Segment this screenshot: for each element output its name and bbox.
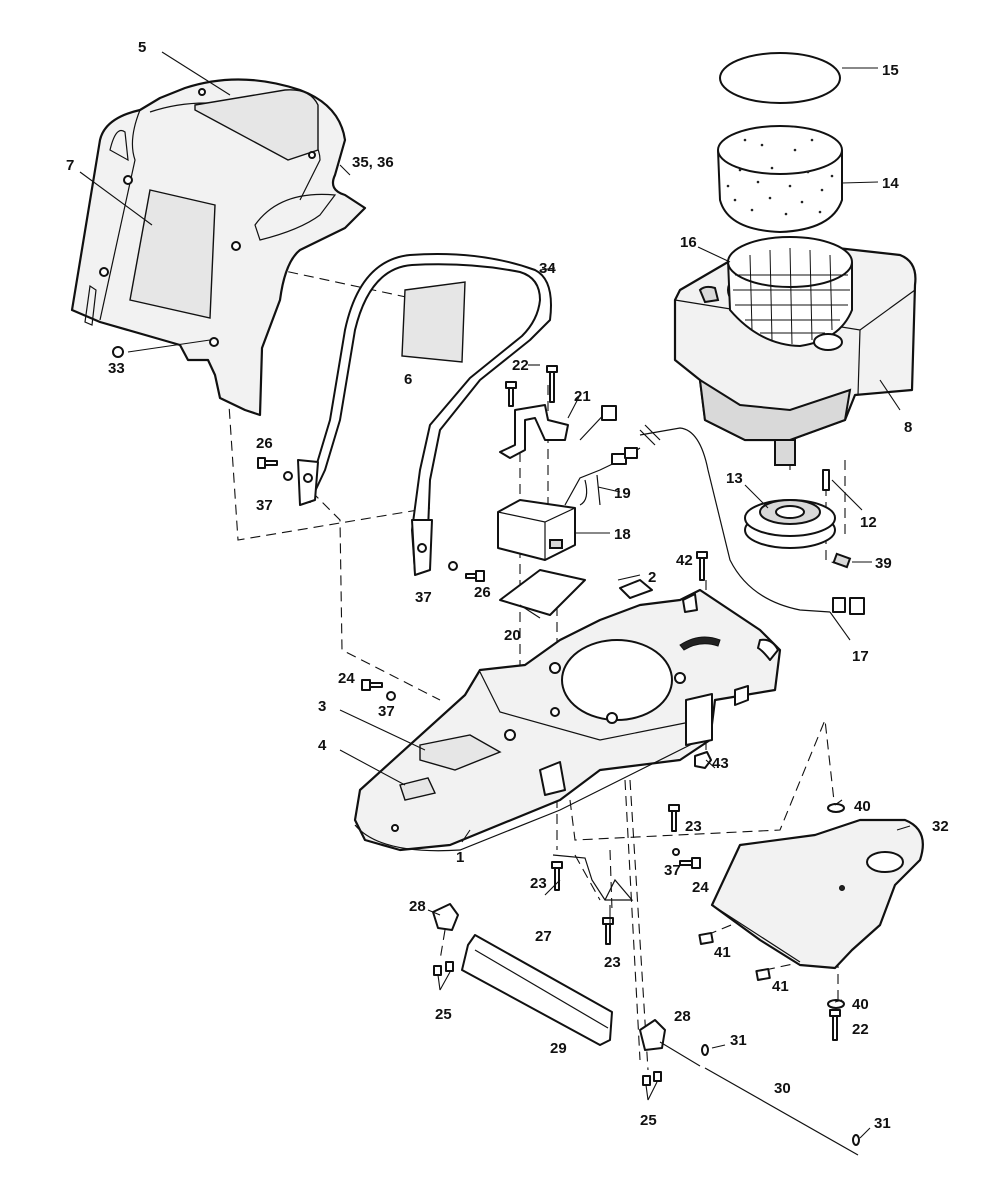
bracket-part bbox=[499, 404, 569, 459]
callout-6: 6 bbox=[404, 371, 412, 388]
scraper-plate-part bbox=[461, 934, 613, 1046]
callout-37b: 37 bbox=[415, 589, 432, 606]
filter-disc-part bbox=[719, 52, 841, 104]
rear-shield-part bbox=[70, 78, 367, 417]
callout-1: 1 bbox=[456, 849, 464, 866]
callout-37c: 37 bbox=[378, 703, 395, 720]
callout-39: 39 bbox=[875, 555, 892, 572]
callout-3: 3 bbox=[318, 698, 326, 715]
callout-31a: 31 bbox=[730, 1032, 747, 1049]
callout-25a: 25 bbox=[435, 1006, 452, 1023]
callout-30: 30 bbox=[774, 1080, 791, 1097]
leader-lines bbox=[79, 51, 911, 1139]
callout-32: 32 bbox=[932, 818, 949, 835]
callout-24a: 24 bbox=[338, 670, 355, 687]
foam-filter-part bbox=[717, 125, 843, 233]
callout-41b: 41 bbox=[772, 978, 789, 995]
spacer-part bbox=[832, 552, 852, 569]
callout-40b: 40 bbox=[852, 996, 869, 1013]
main-deck-part bbox=[353, 579, 782, 852]
callout-33: 33 bbox=[108, 360, 125, 377]
clip-31a-part bbox=[701, 1044, 709, 1056]
callout-22a: 22 bbox=[512, 357, 529, 374]
decal-7 bbox=[129, 189, 216, 319]
callout-26a: 26 bbox=[256, 435, 273, 452]
callout-28a: 28 bbox=[409, 898, 426, 915]
callout-34: 34 bbox=[539, 260, 556, 277]
rod-30-part bbox=[704, 1067, 859, 1156]
callout-25b: 25 bbox=[640, 1112, 657, 1129]
bracket-28a-part bbox=[432, 903, 459, 931]
link-rod-part bbox=[552, 854, 634, 901]
callout-17: 17 bbox=[852, 648, 869, 665]
callout-20: 20 bbox=[504, 627, 521, 644]
callout-14: 14 bbox=[882, 175, 899, 192]
engine-part bbox=[673, 236, 917, 466]
callout-41a: 41 bbox=[714, 944, 731, 961]
belt-guard-part bbox=[710, 818, 924, 970]
decal-3 bbox=[419, 734, 502, 771]
callout-12: 12 bbox=[860, 514, 877, 531]
callout-labels: 5 7 35, 36 15 14 16 34 6 33 22 21 8 26 3… bbox=[66, 39, 949, 1132]
decal-2 bbox=[619, 579, 653, 599]
callout-4: 4 bbox=[318, 737, 327, 754]
pad-part bbox=[499, 569, 586, 616]
callout-19: 19 bbox=[614, 485, 631, 502]
callout-23c: 23 bbox=[604, 954, 621, 971]
wire-connector-part bbox=[564, 405, 641, 506]
callout-7: 7 bbox=[66, 157, 74, 174]
callout-24b: 24 bbox=[692, 879, 709, 896]
callout-5: 5 bbox=[138, 39, 146, 56]
callout-22b: 22 bbox=[852, 1021, 869, 1038]
handle-frame-part bbox=[297, 253, 552, 576]
callout-26b: 26 bbox=[474, 584, 491, 601]
callout-37d: 37 bbox=[664, 862, 681, 879]
wire-harness-part bbox=[639, 424, 865, 615]
callout-8: 8 bbox=[904, 419, 912, 436]
callout-16: 16 bbox=[680, 234, 697, 251]
decal-5 bbox=[194, 89, 319, 161]
module-part bbox=[497, 499, 576, 561]
callout-37a: 37 bbox=[256, 497, 273, 514]
pulley-part bbox=[744, 499, 836, 549]
key-part bbox=[822, 469, 830, 491]
callout-18: 18 bbox=[614, 526, 631, 543]
decal-4 bbox=[399, 777, 436, 801]
callout-40a: 40 bbox=[854, 798, 871, 815]
bracket-28b-part bbox=[639, 1019, 666, 1051]
callout-13: 13 bbox=[726, 470, 743, 487]
callout-31b: 31 bbox=[874, 1115, 891, 1132]
fasteners bbox=[112, 346, 845, 1086]
clip-31b-part bbox=[852, 1134, 860, 1146]
callout-29: 29 bbox=[550, 1040, 567, 1057]
callout-35-36: 35, 36 bbox=[352, 154, 394, 171]
callout-23b: 23 bbox=[530, 875, 547, 892]
callout-27: 27 bbox=[535, 928, 552, 945]
callout-15: 15 bbox=[882, 62, 899, 79]
callout-28b: 28 bbox=[674, 1008, 691, 1025]
callout-23a: 23 bbox=[685, 818, 702, 835]
callout-21: 21 bbox=[574, 388, 591, 405]
callout-2: 2 bbox=[648, 569, 656, 586]
decal-6 bbox=[401, 281, 466, 363]
callout-42: 42 bbox=[676, 552, 693, 569]
callout-43: 43 bbox=[712, 755, 729, 772]
